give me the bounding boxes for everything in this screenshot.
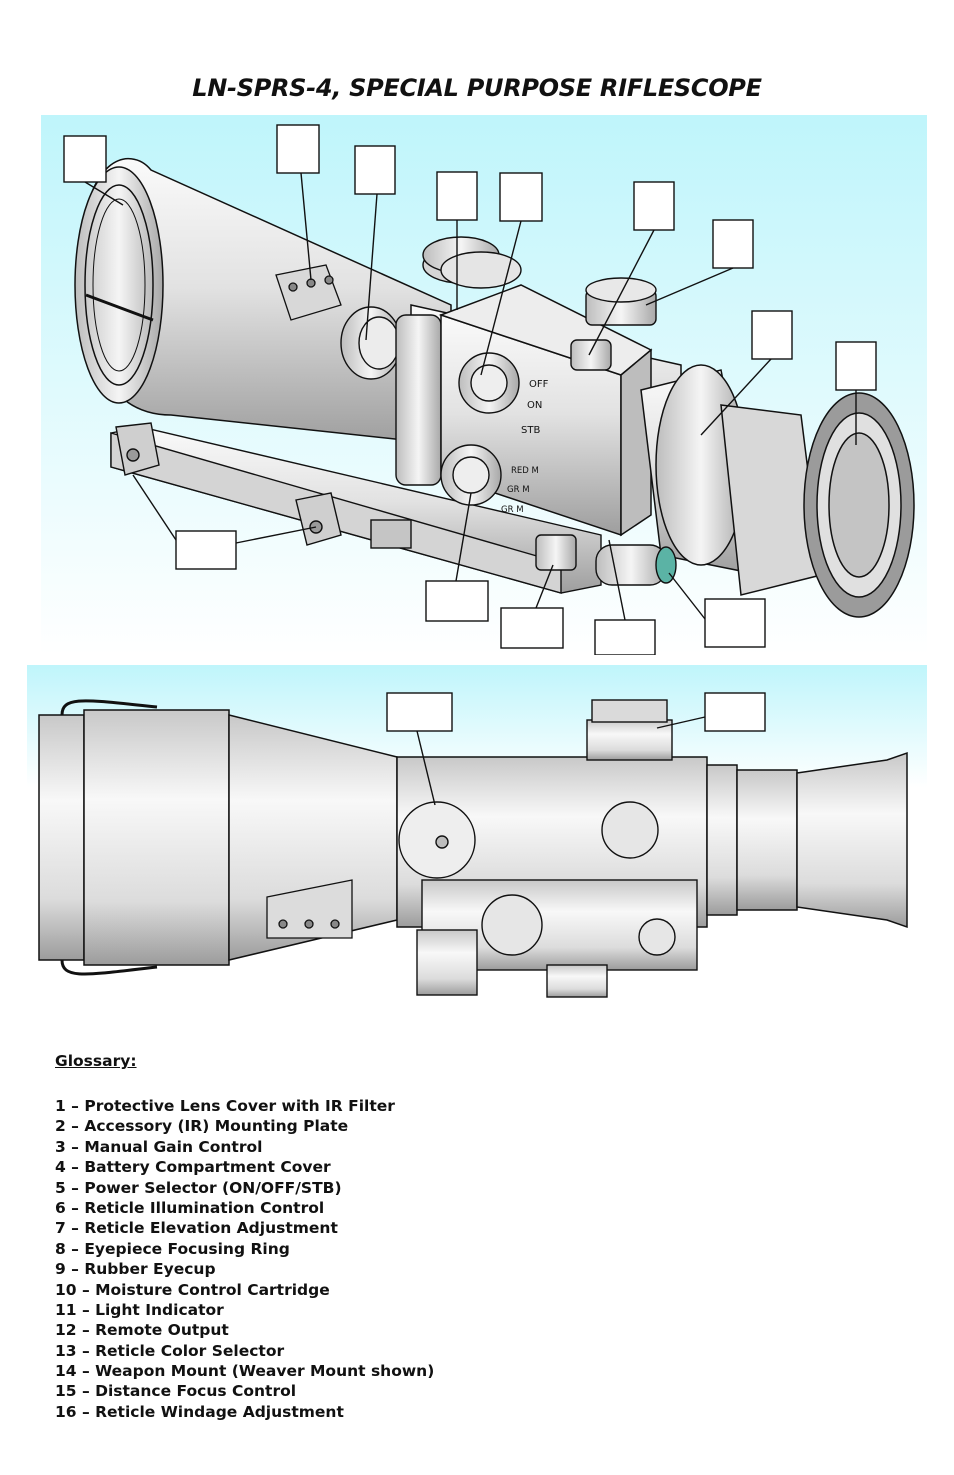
side-windage-knob	[398, 801, 476, 879]
glossary-item: 11 – Light Indicator	[55, 1300, 224, 1319]
battery-compartment	[395, 236, 522, 486]
glossary-item: 10 – Moisture Control Cartridge	[55, 1280, 330, 1299]
glossary-item: 5 – Power Selector (ON/OFF/STB)	[55, 1178, 342, 1197]
callout-box-13	[425, 580, 489, 622]
glossary-item: 6 – Reticle Illumination Control	[55, 1198, 325, 1217]
color-label-gr-1: GR M	[507, 485, 530, 495]
accessory-mounting-plate	[275, 264, 342, 321]
callout-box-16	[386, 692, 453, 732]
power-label-off: OFF	[529, 379, 549, 390]
glossary-item: 1 – Protective Lens Cover with IR Filter	[55, 1097, 395, 1115]
callout-box-2	[276, 124, 320, 174]
side-objective	[38, 699, 398, 976]
callout-box-6	[633, 181, 675, 231]
callout-box-7	[712, 219, 754, 269]
color-label-gr-2: GR M	[501, 505, 524, 515]
callout-box-5	[499, 172, 543, 222]
callout-box-14	[175, 530, 237, 570]
callout-box-11	[704, 598, 766, 648]
glossary-item: 7 – Reticle Elevation Adjustment	[55, 1219, 338, 1238]
eyepiece	[640, 364, 822, 596]
side-callouts	[386, 692, 766, 806]
callout-box-9	[835, 341, 877, 391]
callout-box-4	[436, 171, 478, 221]
glossary-item: 4 – Battery Compartment Cover	[55, 1158, 331, 1177]
glossary-item: 2 – Accessory (IR) Mounting Plate	[55, 1117, 349, 1136]
glossary-item: 8 – Eyepiece Focusing Ring	[55, 1239, 290, 1258]
color-label-red: RED M	[511, 466, 539, 476]
glossary-list: 1 – Protective Lens Cover with IR Filter…	[55, 1096, 915, 1422]
manual-gain-knob	[340, 306, 402, 380]
side-accessory-plate	[266, 879, 353, 939]
power-selector-knob: OFF ON STB	[458, 352, 549, 436]
glossary-item: 13 – Reticle Color Selector	[55, 1341, 285, 1360]
glossary-item: 15 – Distance Focus Control	[55, 1382, 297, 1401]
callout-box-8	[751, 310, 793, 360]
rubber-eyecup	[803, 392, 915, 618]
reticle-elevation-knob	[570, 277, 657, 371]
weapon-mount	[110, 422, 602, 594]
callouts	[63, 124, 877, 655]
glossary: Glossary: 1 – Protective Lens Cover with…	[55, 1052, 915, 1422]
glossary-item: 16 – Reticle Windage Adjustment	[55, 1402, 344, 1421]
scope-side-view	[27, 665, 927, 1015]
callout-box-3	[354, 145, 396, 195]
glossary-heading: Glossary:	[55, 1052, 137, 1070]
glossary-item: 12 – Remote Output	[55, 1321, 229, 1340]
side-elevation-knob	[586, 699, 673, 761]
distance-focus-knob	[535, 534, 677, 586]
callout-box-7-side	[704, 692, 766, 732]
callout-box-12	[594, 619, 656, 655]
power-label-stb: STB	[521, 425, 540, 436]
power-label-on: ON	[527, 400, 542, 411]
page-title: LN-SPRS-4, SPECIAL PURPOSE RIFLESCOPE	[192, 74, 762, 102]
glossary-item: 14 – Weapon Mount (Weaver Mount shown)	[55, 1362, 435, 1381]
scope-perspective-view: OFF ON STB RED M GR M GR M	[41, 115, 927, 655]
glossary-item: 9 – Rubber Eyecup	[55, 1260, 216, 1279]
callout-box-15	[500, 607, 564, 649]
reticle-color-selector-knob: RED M GR M GR M	[440, 444, 539, 515]
side-control-box	[416, 801, 698, 998]
glossary-item: 3 – Manual Gain Control	[55, 1137, 263, 1156]
callout-box-1	[63, 135, 107, 183]
